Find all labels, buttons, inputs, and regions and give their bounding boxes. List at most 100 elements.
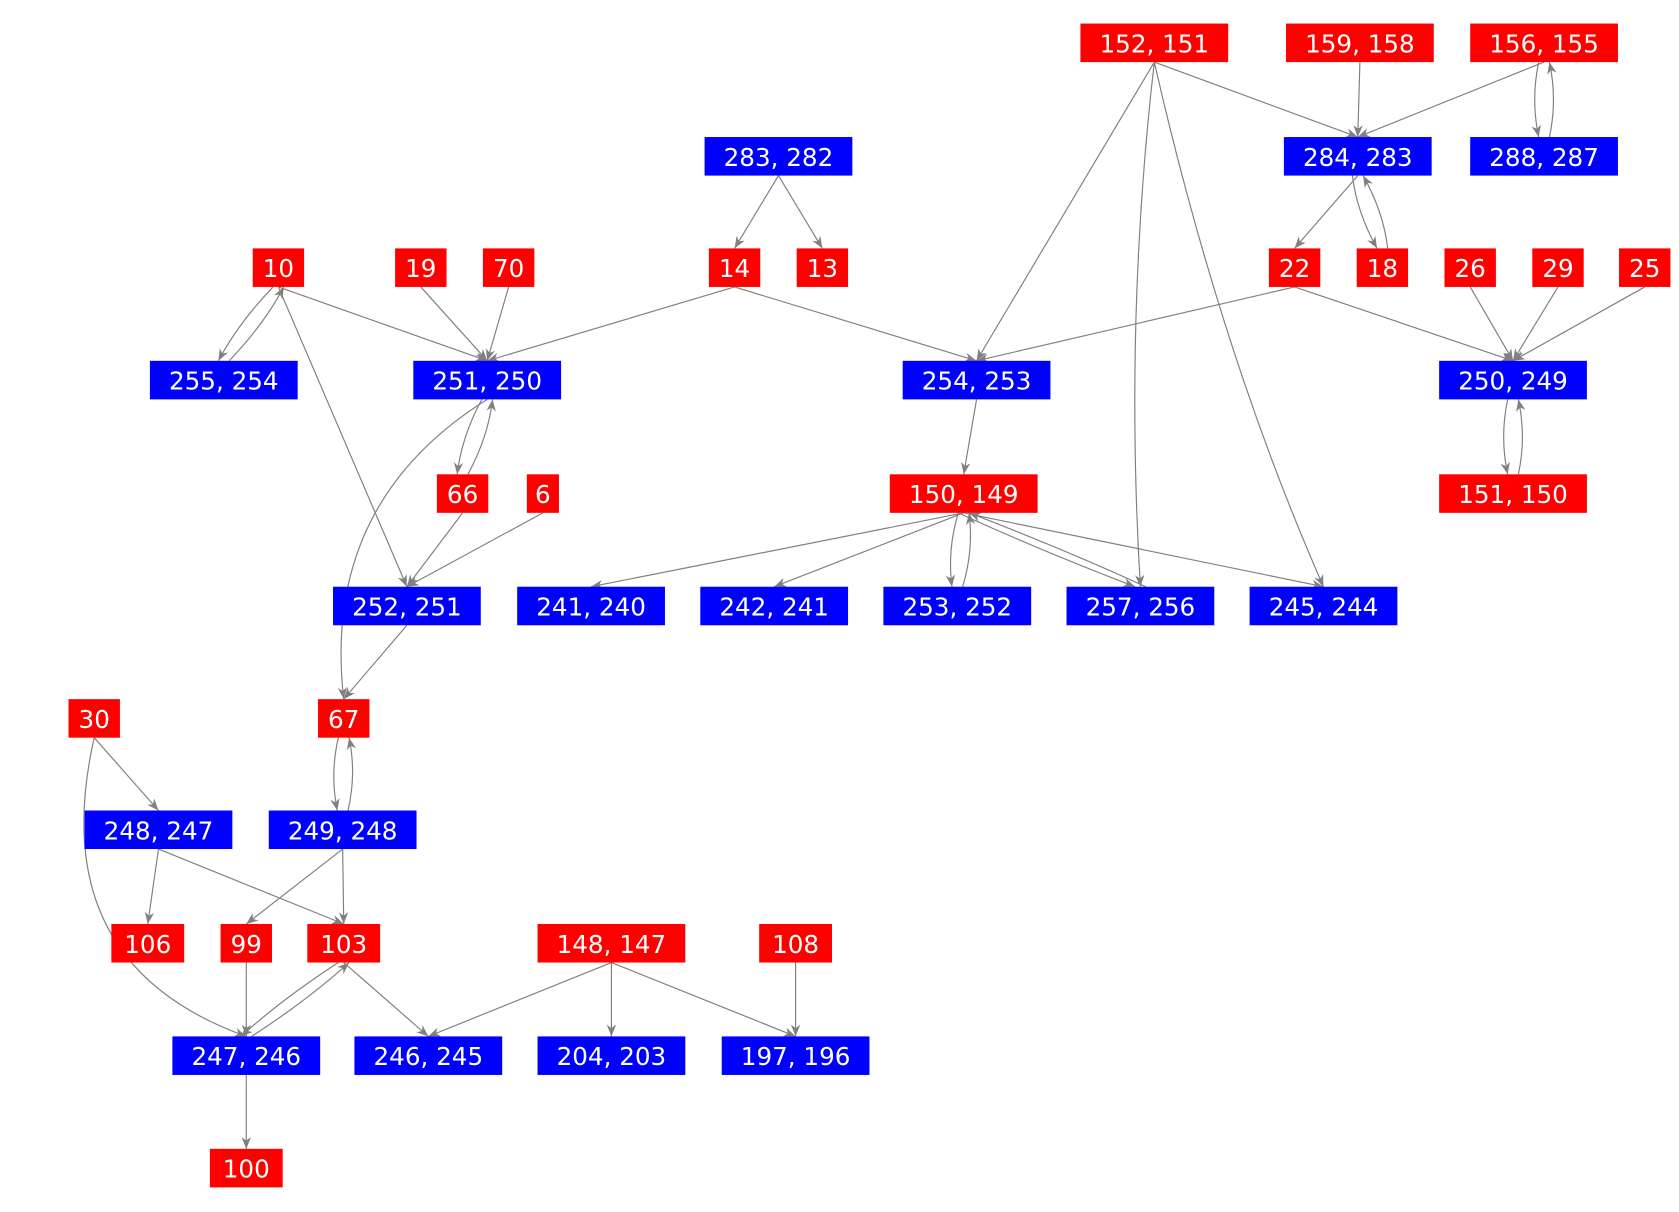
edge-148_147-to-197_196 [611,961,796,1037]
node-box [84,810,233,850]
node-label: 10 [263,254,294,283]
node-242_241: 242, 241 [700,586,849,626]
edge-150_149-to-257_256 [958,512,1136,588]
edge-152_151-to-284_283 [1154,61,1358,138]
node-246_245: 246, 245 [354,1036,503,1075]
node-label: 156, 155 [1489,29,1599,58]
node-label: 248, 247 [104,816,214,845]
node-box [1080,23,1229,63]
edge-103-to-246_245 [343,962,429,1037]
node-box [220,923,272,963]
node-box [517,586,665,626]
node-box [1532,248,1584,287]
node-70: 70 [482,248,535,287]
edge-288_287-to-156_155 [1547,61,1557,138]
edge-251_250-to-66 [453,399,483,475]
node-label: 242, 241 [719,593,829,622]
node-label: 257, 256 [1086,593,1196,622]
node-box [700,586,849,626]
node-label: 14 [719,254,750,283]
edge-152_151-to-257_256 [1134,62,1155,587]
node-18: 18 [1356,248,1409,287]
node-label: 66 [447,480,478,509]
node-label: 148, 147 [557,930,667,959]
node-box [354,1036,503,1075]
node-253_252: 253, 252 [883,586,1032,626]
node-box [268,810,417,850]
edge-10-to-255_254 [217,286,274,362]
node-box [1286,23,1434,63]
node-106: 106 [111,923,185,963]
node-label: 100 [223,1155,270,1184]
node-box [1470,23,1618,63]
node-label: 151, 150 [1458,480,1568,509]
node-box [902,360,1051,400]
edge-284_283-to-18 [1351,175,1378,249]
edge-150_149-to-253_252 [945,512,959,587]
node-box [1356,248,1409,287]
node-box [1066,586,1215,626]
node-label: 246, 245 [374,1042,484,1071]
edge-19-to-251_250 [420,286,488,362]
node-257_256: 257, 256 [1066,586,1215,626]
edge-67-to-249_248 [330,737,340,811]
edge-249_248-to-103 [338,849,349,924]
node-box [413,360,562,400]
node-box [1439,474,1587,513]
node-box [1444,248,1496,287]
node-box [721,1036,870,1075]
node-label: 103 [320,930,367,959]
edge-252_251-to-67 [343,624,408,700]
node-label: 241, 240 [536,593,646,622]
edge-249_248-to-99 [245,848,344,925]
edge-283_282-to-14 [734,175,779,249]
node-label: 288, 287 [1489,143,1599,172]
node-label: 26 [1455,254,1486,283]
edge-247_246-to-103 [251,962,350,1037]
node-label: 247, 246 [191,1042,301,1071]
node-25: 25 [1619,248,1671,287]
node-label: 159, 158 [1305,29,1415,58]
node-label: 249, 248 [288,816,398,845]
node-250_249: 250, 249 [1439,360,1587,400]
node-100: 100 [209,1148,283,1188]
node-14: 14 [708,248,761,287]
node-288_287: 288, 287 [1470,137,1618,176]
edge-10-to-252_251 [277,286,408,587]
node-box [318,699,370,738]
node-label: 284, 283 [1303,143,1413,172]
node-26: 26 [1444,248,1496,287]
node-148_147: 148, 147 [537,923,686,963]
node-label: 67 [328,705,359,734]
node-label: 99 [231,930,262,959]
edge-14-to-251_250 [487,286,735,362]
node-label: 197, 196 [741,1042,851,1071]
node-248_247: 248, 247 [84,810,233,850]
edge-30-to-247_246 [83,737,247,1037]
node-22: 22 [1268,248,1321,287]
node-box [395,248,447,287]
node-204_203: 204, 203 [537,1036,686,1075]
node-box [759,923,833,963]
edge-29-to-250_249 [1512,286,1559,362]
node-box [1470,137,1618,176]
node-label: 13 [807,254,838,283]
node-245_244: 245, 244 [1249,586,1398,626]
edge-148_147-to-246_245 [428,961,612,1037]
node-label: 22 [1279,254,1310,283]
edge-254_253-to-150_149 [961,399,978,475]
edge-66-to-251_250 [467,399,496,475]
node-247_246: 247, 246 [172,1036,321,1075]
node-box [526,474,559,513]
edge-249_248-to-67 [346,737,357,811]
node-label: 30 [79,705,110,734]
edge-6-to-252_251 [406,512,544,588]
edge-156_155-to-284_283 [1357,61,1545,138]
node-label: 245, 244 [1269,593,1379,622]
node-box [436,474,489,513]
edge-251_250-to-67 [337,398,488,700]
edge-257_256-to-150_149 [968,512,1146,588]
node-151_150: 151, 150 [1439,474,1587,513]
